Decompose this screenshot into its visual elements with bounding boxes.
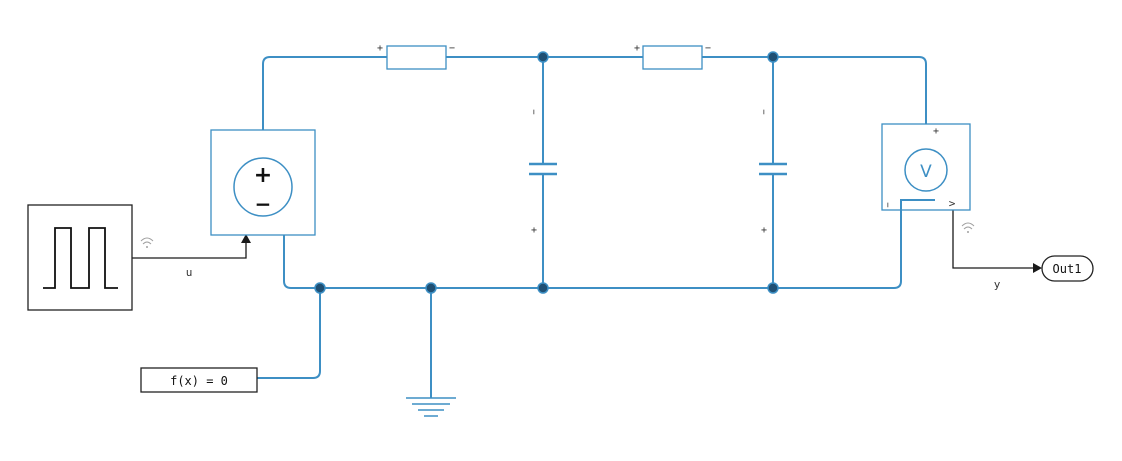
outport-label: Out1 bbox=[1053, 262, 1082, 276]
r1-minus-label: − bbox=[449, 43, 455, 54]
sensor-output-port: > bbox=[949, 197, 956, 210]
node-c1-bottom bbox=[537, 282, 549, 294]
node-c1-top bbox=[537, 51, 549, 63]
junction-nodes bbox=[314, 51, 779, 294]
sensor-plus-label: + bbox=[933, 126, 939, 137]
r1-plus-label: + bbox=[377, 43, 383, 54]
arrowhead-y bbox=[1033, 263, 1042, 273]
r2-minus-label: − bbox=[705, 43, 711, 54]
physical-wires bbox=[257, 56, 927, 398]
capacitor-c2[interactable] bbox=[759, 162, 787, 176]
sensor-minus-label: − bbox=[882, 202, 892, 208]
sensor-v-symbol: V bbox=[920, 162, 932, 182]
voltage-sensor-block[interactable]: V bbox=[881, 123, 971, 211]
node-c2-bottom bbox=[767, 282, 779, 294]
wire-bottom-rail[interactable] bbox=[283, 206, 902, 289]
sensor-circle bbox=[904, 148, 948, 192]
signal-logging-icon-u bbox=[140, 237, 154, 248]
signal-lines bbox=[132, 210, 1042, 273]
outport-block[interactable]: Out1 bbox=[1041, 255, 1094, 282]
c2-minus-label: − bbox=[758, 109, 768, 115]
wire-source-to-r1[interactable] bbox=[262, 56, 387, 130]
node-ground bbox=[425, 282, 437, 294]
source-plus-sign: + bbox=[254, 163, 272, 188]
wire-solver[interactable] bbox=[257, 288, 321, 379]
ground-icon[interactable] bbox=[406, 397, 456, 417]
source-minus-sign: − bbox=[255, 192, 272, 216]
resistor-r1[interactable] bbox=[386, 45, 447, 70]
capacitor-c1[interactable] bbox=[529, 162, 557, 176]
c1-plus-label: + bbox=[531, 225, 537, 236]
controlled-voltage-source-block[interactable]: + − bbox=[210, 129, 316, 236]
solver-configuration-block[interactable]: f(x) = 0 bbox=[140, 367, 258, 393]
resistor-r2[interactable] bbox=[642, 45, 703, 70]
c1-minus-label: − bbox=[528, 109, 538, 115]
r2-plus-label: + bbox=[634, 43, 640, 54]
signal-label-u: u bbox=[186, 266, 193, 279]
square-wave-icon bbox=[43, 227, 118, 289]
node-solver bbox=[314, 282, 326, 294]
c2-plus-label: + bbox=[761, 225, 767, 236]
source-circle bbox=[233, 157, 293, 217]
pulse-generator-block[interactable] bbox=[27, 204, 133, 311]
sensor-minus-stub bbox=[900, 199, 935, 210]
solver-label: f(x) = 0 bbox=[170, 374, 228, 388]
signal-logging-icon-y bbox=[961, 222, 975, 233]
signal-label-y: y bbox=[994, 278, 1001, 291]
signal-line-y[interactable] bbox=[952, 210, 1034, 269]
signal-line-u[interactable] bbox=[132, 242, 247, 259]
wire-r2-to-sensor[interactable] bbox=[702, 56, 927, 124]
node-c2-top bbox=[767, 51, 779, 63]
arrowhead-u bbox=[241, 234, 251, 243]
